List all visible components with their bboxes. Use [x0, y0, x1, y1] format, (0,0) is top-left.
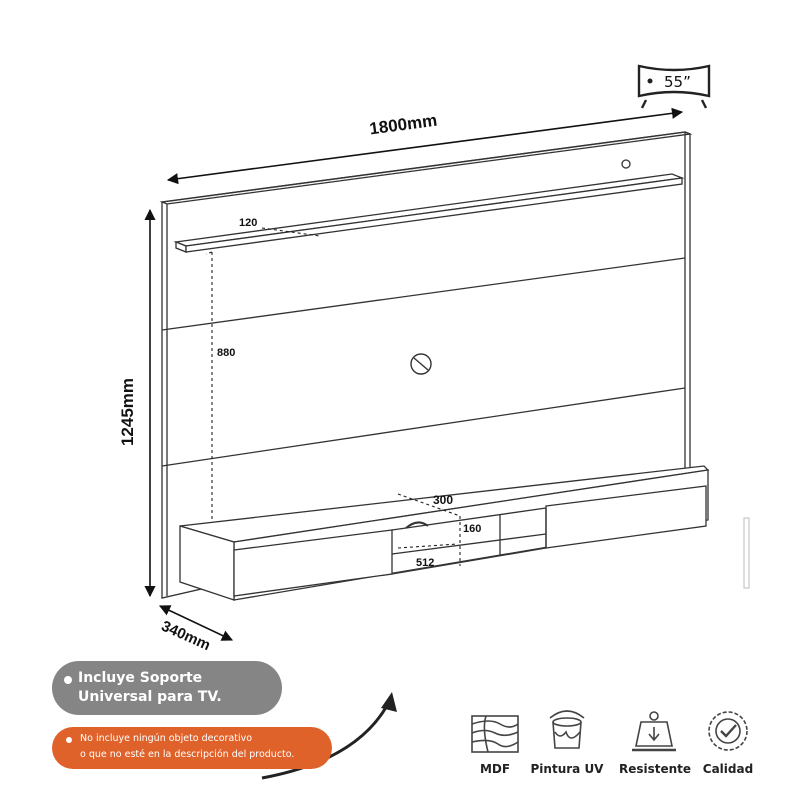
height-dimension: 1245mm	[118, 208, 156, 598]
width-label: 1800mm	[368, 111, 438, 139]
support-note-text: Incluye Soporte Universal para TV.	[78, 670, 222, 705]
quality-badge-icon	[708, 711, 748, 751]
height-label: 1245mm	[118, 378, 137, 446]
upper-shelf	[173, 173, 685, 253]
feature-label-calidad: Calidad	[702, 762, 754, 776]
lower-cabinet	[179, 465, 710, 601]
niche-width-label: 512	[416, 557, 434, 569]
disclaimer-note-text: No incluye ningún objeto decorativo o qu…	[80, 731, 330, 763]
shelf-height-label: 880	[217, 347, 235, 359]
curved-arrow	[261, 692, 397, 780]
disclaimer-note: No incluye ningún objeto decorativo o qu…	[52, 727, 332, 769]
depth-dimension: 340mm	[159, 605, 234, 655]
weight-icon	[632, 711, 676, 752]
depth-label: 340mm	[159, 618, 213, 655]
wood-grain-icon	[471, 715, 519, 753]
cable-outlet-top	[621, 159, 631, 169]
feature-label-resistente: Resistente	[618, 762, 692, 776]
support-note: Incluye Soporte Universal para TV.	[52, 661, 282, 715]
tv-icon	[637, 64, 711, 109]
niche-depth-label: 300	[433, 493, 453, 507]
bullet-icon	[64, 676, 72, 684]
feature-label-mdf: MDF	[479, 762, 511, 776]
disclaimer-line-2: o que no esté en la descripción del prod…	[80, 749, 295, 760]
disclaimer-line-1: No incluye ningún objeto decorativo	[80, 733, 253, 744]
shelf-depth-label: 120	[239, 217, 257, 229]
paint-bucket-icon	[549, 710, 585, 749]
tv-mount-cable-hole	[410, 353, 432, 375]
bullet-icon	[66, 737, 72, 743]
wall-mark	[743, 517, 750, 589]
dashed-guides	[205, 227, 461, 566]
feature-label-pintura: Pintura UV	[530, 762, 604, 776]
tv-size-label: 55”	[664, 73, 691, 91]
niche-height-label: 160	[463, 523, 481, 535]
